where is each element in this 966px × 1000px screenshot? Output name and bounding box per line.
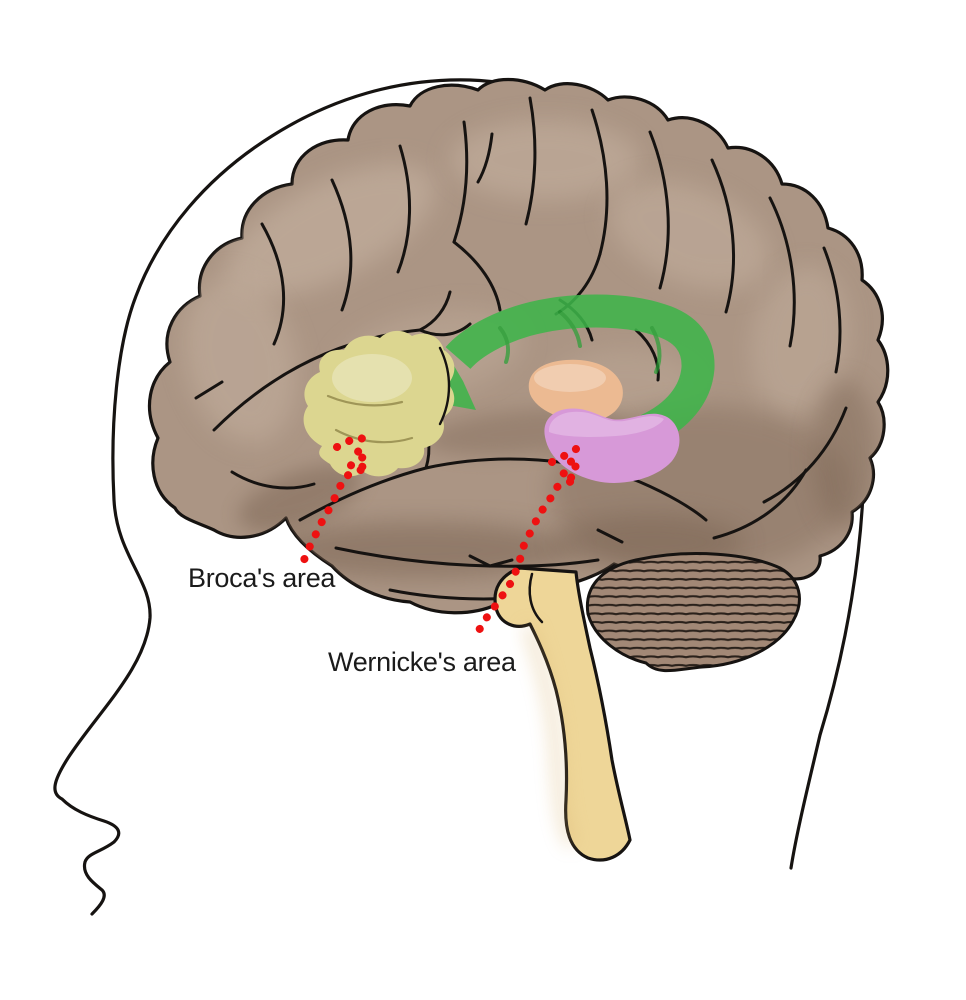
broca-region-sheen (332, 354, 412, 402)
broca-leader-dots (300, 432, 375, 564)
orange-region-highlight (528, 359, 623, 422)
wernicke-region-sheen (548, 411, 664, 437)
broca-label: Broca's area (188, 563, 336, 593)
orange-region-sheen (534, 364, 606, 392)
wernicke-leader-dots (470, 439, 591, 643)
arrow-band (445, 294, 715, 445)
brainstem-body (493, 566, 632, 862)
brainstem-shading (524, 624, 576, 847)
wernicke-label: Wernicke's area (328, 647, 517, 677)
broca-area-highlight (303, 330, 455, 477)
cerebellum-folia-stripes (585, 552, 801, 673)
cerebellum (585, 552, 801, 673)
pons-crease-line (528, 572, 544, 624)
arrow-band-texture (498, 310, 662, 374)
brainstem (493, 566, 632, 862)
broca-edge-line (438, 346, 451, 426)
orange-region-shape (528, 359, 623, 422)
broca-region-shape (303, 330, 455, 477)
cerebrum-sulci (194, 96, 848, 601)
broca-region-creases (326, 394, 414, 444)
